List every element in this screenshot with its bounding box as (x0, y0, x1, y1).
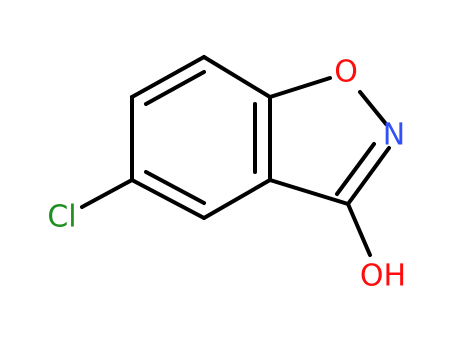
bond-c3-oh (346, 202, 372, 257)
double-bond-inner-n2-c3 (335, 142, 376, 196)
bond-c3-c3a (268, 178, 350, 206)
bond-o1-n2 (358, 90, 388, 126)
atom-label-layer: O N Cl OH (47, 55, 406, 294)
atom-chlorine: Cl (47, 200, 76, 235)
atom-hydroxyl: OH (360, 259, 406, 294)
double-bond-inner-c5-c6 (144, 70, 206, 106)
bond-c7a-c3a (202, 178, 272, 220)
bond-layer (80, 55, 391, 257)
bond-n2-c3 (346, 146, 391, 206)
atom-oxygen-ring: O (334, 55, 358, 90)
bond-c5-c6 (130, 55, 206, 99)
double-bond-inner-c3a-c4 (144, 170, 206, 205)
bond-c5-cl (80, 178, 134, 209)
bond-c6-c7 (202, 55, 272, 99)
atom-nitrogen: N (383, 118, 405, 153)
bond-c7a-o1 (268, 76, 332, 99)
bond-c3a-c4 (130, 178, 206, 220)
